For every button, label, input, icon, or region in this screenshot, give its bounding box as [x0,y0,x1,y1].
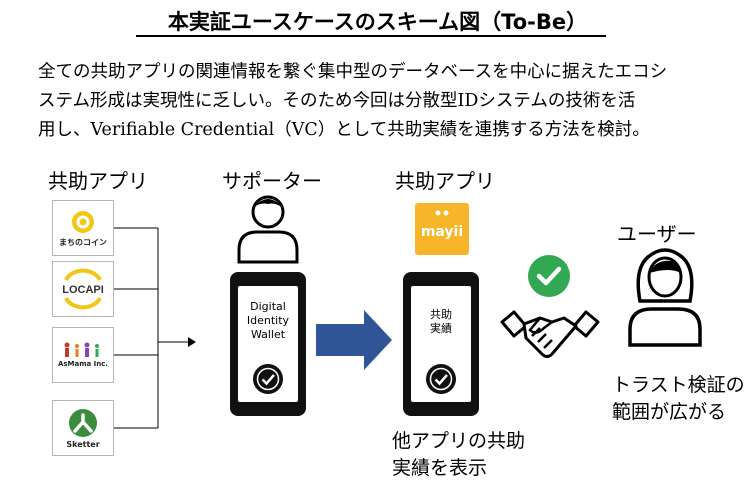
supporter-phone: Digital Identity Wallet [230,272,306,416]
app-box-asmama: AsMama Inc. [52,327,114,383]
user-person-icon [628,248,702,347]
user-label: ユーザー [617,222,697,246]
left-app-group-label: 共助アプリ [48,169,148,193]
machinocoin-icon [72,210,94,233]
mayii-logo: mayii [415,203,469,255]
title-underline [136,35,606,37]
right-app-phone-screen: 共助 実績 [411,286,471,402]
asmama-icon [64,342,99,357]
app-name: AsMama Inc. [57,360,109,368]
intro-paragraph: 全ての共助アプリの関連情報を繋ぐ集中型のデータベースを中心に据えたエコシ ステム… [38,62,668,140]
page-title: 本実証ユースケースのスキーム図（To-Be） [167,10,588,34]
connector-arrowhead [188,337,196,347]
green-check-icon [528,255,570,297]
mayii-logo-text: mayii [420,224,464,240]
handshake-icon [500,310,600,358]
verified-badge-icon [253,364,283,394]
supporter-phone-screen: Digital Identity Wallet [238,286,298,402]
right-app-label: 共助アプリ [395,169,495,193]
mayii-eyes-icon [435,210,449,216]
user-caption: トラスト検証の 範囲が広がる [612,374,745,423]
verified-badge-icon [426,364,456,394]
app-box-machinocoin: まちのコイン [52,200,114,256]
locapi-icon: LOCAPI [62,268,104,310]
app-box-sketter: Sketter [52,400,114,456]
app-name: Sketter [66,439,100,449]
app-name: まちのコイン [59,237,107,247]
supporter-person-icon [237,195,299,264]
supporter-label: サポーター [222,169,322,193]
transfer-arrow [316,310,392,370]
right-app-screen-text: 共助 実績 [430,308,452,335]
app-box-locapi: LOCAPI [52,261,114,317]
right-app-caption: 他アプリの共助 実績を表示 [392,430,526,479]
app-name: LOCAPI [62,284,104,296]
right-app-phone: 共助 実績 [403,272,479,416]
wallet-text: Digital Identity Wallet [246,300,290,341]
sketter-icon [69,408,97,437]
